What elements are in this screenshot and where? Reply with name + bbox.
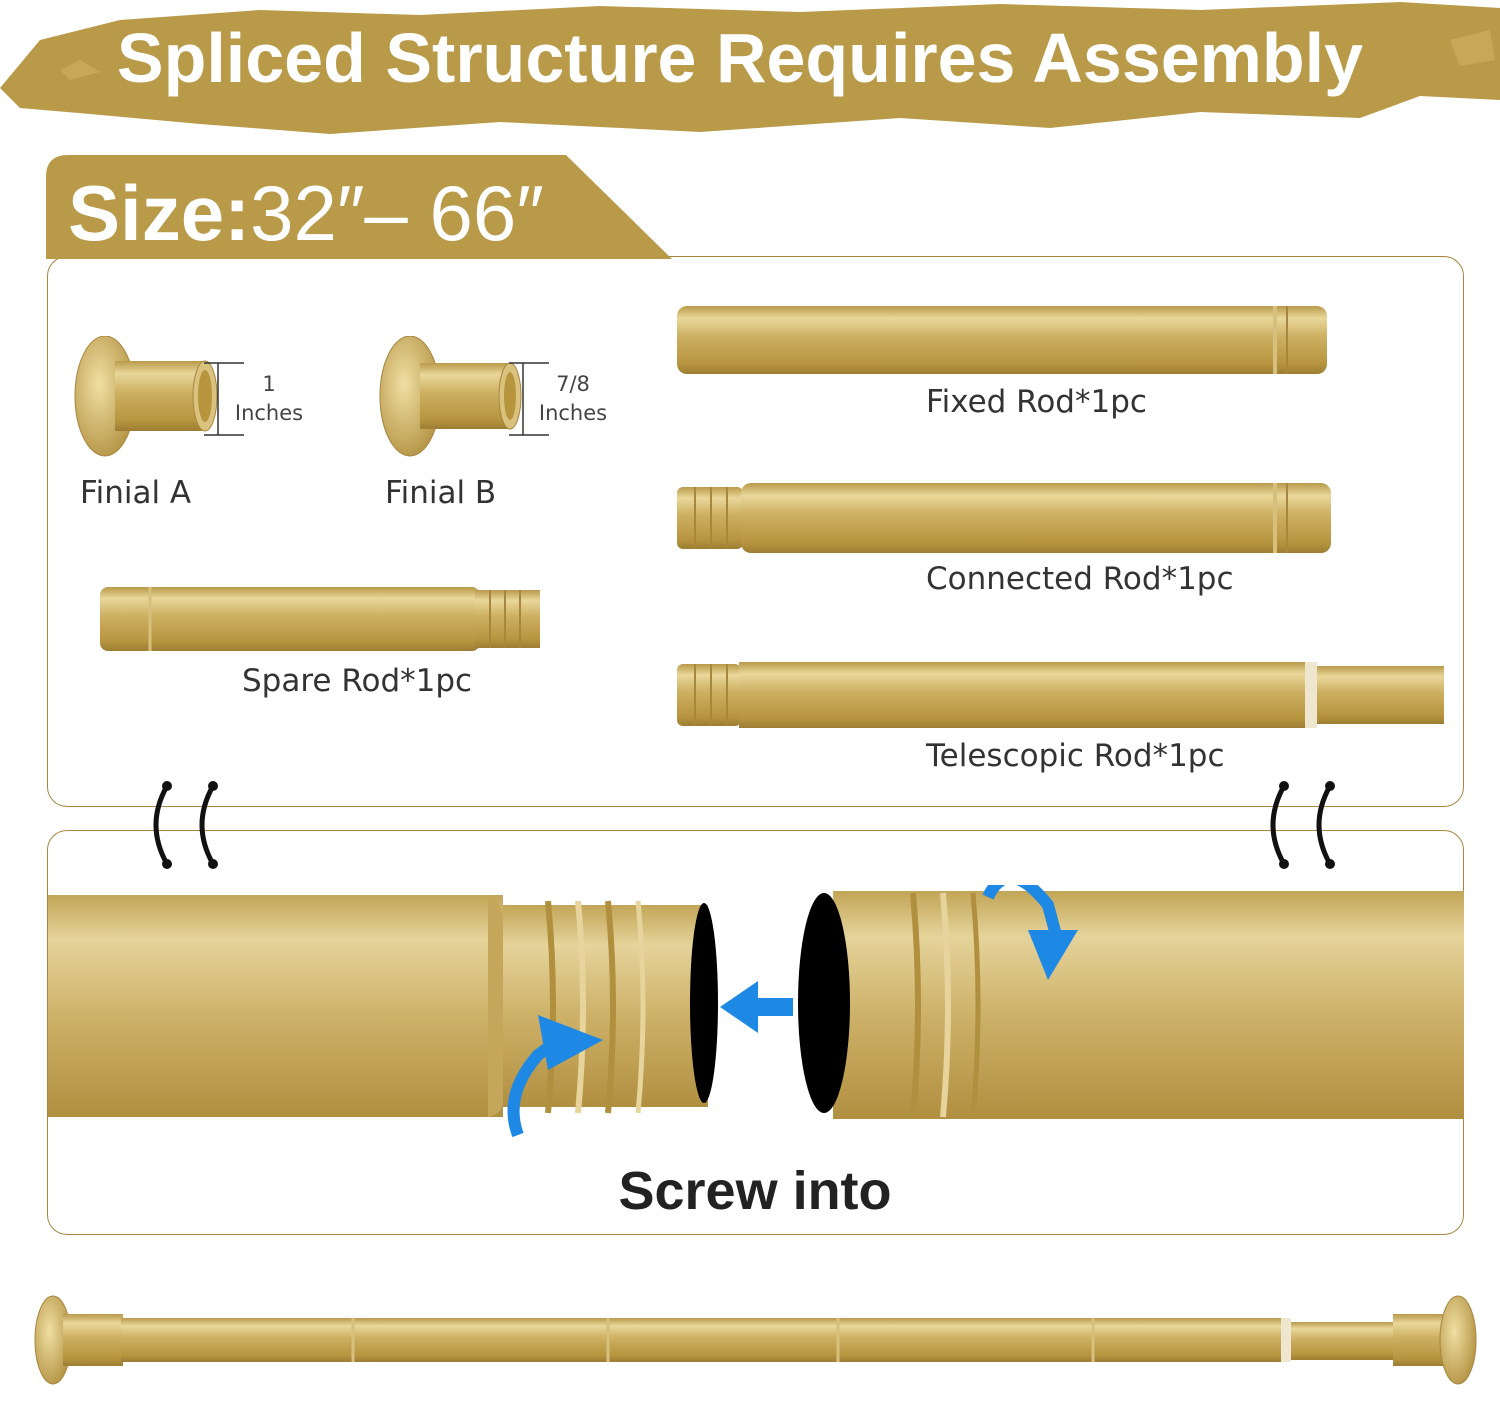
finial-a-dimension: [204, 362, 244, 436]
banner-brush: [0, 2, 1500, 134]
finial-b-dim-value: 7/8: [556, 372, 590, 396]
assembled-rod-image: [34, 1295, 1477, 1385]
size-tab: [46, 155, 672, 259]
telescopic-rod-image: [677, 662, 1444, 728]
finial-b-dim-text: 7/8 Inches: [532, 370, 614, 428]
fixed-rod-image: [677, 306, 1327, 374]
parts-panel: [47, 256, 1464, 807]
screw-caption: Screw into: [618, 1161, 892, 1221]
finial-b-dim-unit: Inches: [538, 401, 608, 425]
banner-title: Spliced Structure Requires Assembly: [116, 19, 1364, 97]
break-mark-left-icon: [153, 781, 218, 869]
spare-rod-image: [100, 587, 540, 651]
size-prefix: Size:: [68, 169, 251, 257]
finial-a-dim-text: 1 Inches: [228, 370, 310, 428]
fixed-rod-label: Fixed Rod*1pc: [926, 384, 1147, 420]
finial-a-dim-unit: Inches: [234, 401, 304, 425]
finial-a-dim-value: 1: [262, 372, 276, 396]
telescopic-rod-label: Telescopic Rod*1pc: [926, 738, 1225, 774]
finial-b-dimension: [509, 362, 549, 436]
finial-a-label: Finial A: [80, 475, 192, 511]
break-mark-right-icon: [1270, 781, 1335, 869]
finial-b-label: Finial B: [385, 475, 497, 511]
finial-a-image: [74, 336, 218, 457]
finial-b-image: [379, 336, 522, 457]
screw-closeup-image: [48, 885, 1464, 1138]
connected-rod-label: Connected Rod*1pc: [926, 561, 1234, 597]
connected-rod-image: [677, 483, 1331, 553]
spare-rod-label: Spare Rod*1pc: [242, 663, 473, 699]
size-label: Size:32″– 66″: [68, 168, 544, 259]
size-range: 32″– 66″: [250, 169, 544, 257]
